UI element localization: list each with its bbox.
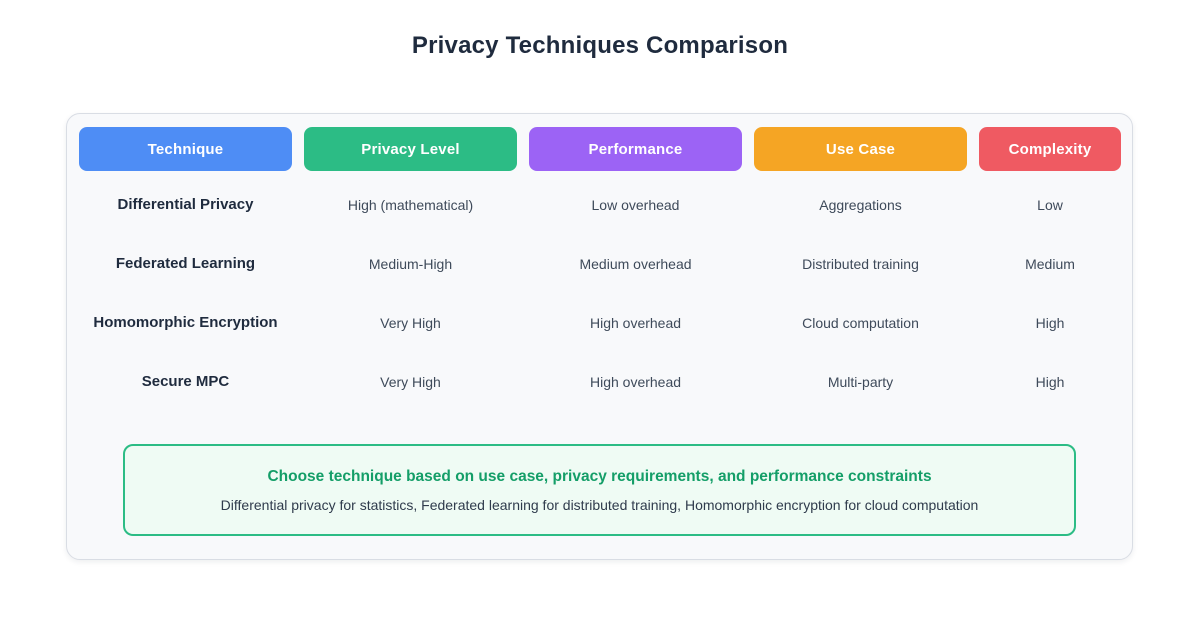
comparison-card: Technique Privacy Level Performance Use … <box>66 113 1133 560</box>
cell-complexity: Medium <box>1025 255 1075 272</box>
cell-privacy-level: Very High <box>380 314 441 331</box>
cell-complexity: Low <box>1037 196 1063 213</box>
note-title: Choose technique based on use case, priv… <box>267 467 932 485</box>
column-header-privacy-level: Privacy Level <box>304 127 517 171</box>
table-row: Homomorphic Encryption Very High High ov… <box>79 293 1120 352</box>
cell-technique: Secure MPC <box>141 373 230 390</box>
cell-use-case: Cloud computation <box>802 314 919 331</box>
cell-technique: Homomorphic Encryption <box>93 314 278 331</box>
table-body: Differential Privacy High (mathematical)… <box>79 175 1120 411</box>
cell-privacy-level: High (mathematical) <box>347 196 474 213</box>
cell-performance: High overhead <box>589 373 682 390</box>
cell-complexity: High <box>1035 314 1065 331</box>
column-header-complexity: Complexity <box>979 127 1121 171</box>
table-row: Federated Learning Medium-High Medium ov… <box>79 234 1120 293</box>
page-title: Privacy Techniques Comparison <box>411 32 789 59</box>
recommendation-note: Choose technique based on use case, priv… <box>123 444 1076 536</box>
cell-performance: Low overhead <box>591 196 680 213</box>
cell-privacy-level: Very High <box>380 373 441 390</box>
cell-performance: Medium overhead <box>579 255 692 272</box>
cell-technique: Federated Learning <box>115 255 256 272</box>
column-header-performance: Performance <box>529 127 742 171</box>
table-row: Secure MPC Very High High overhead Multi… <box>79 352 1120 411</box>
cell-use-case: Aggregations <box>819 196 902 213</box>
cell-performance: High overhead <box>589 314 682 331</box>
cell-complexity: High <box>1035 373 1065 390</box>
cell-technique: Differential Privacy <box>117 196 254 213</box>
table-header-row: Technique Privacy Level Performance Use … <box>79 127 1121 171</box>
column-header-use-case: Use Case <box>754 127 967 171</box>
cell-use-case: Distributed training <box>802 255 919 272</box>
table-row: Differential Privacy High (mathematical)… <box>79 175 1120 234</box>
note-subtitle: Differential privacy for statistics, Fed… <box>220 496 979 513</box>
column-header-technique: Technique <box>79 127 292 171</box>
cell-use-case: Multi-party <box>827 373 894 390</box>
cell-privacy-level: Medium-High <box>368 255 453 272</box>
